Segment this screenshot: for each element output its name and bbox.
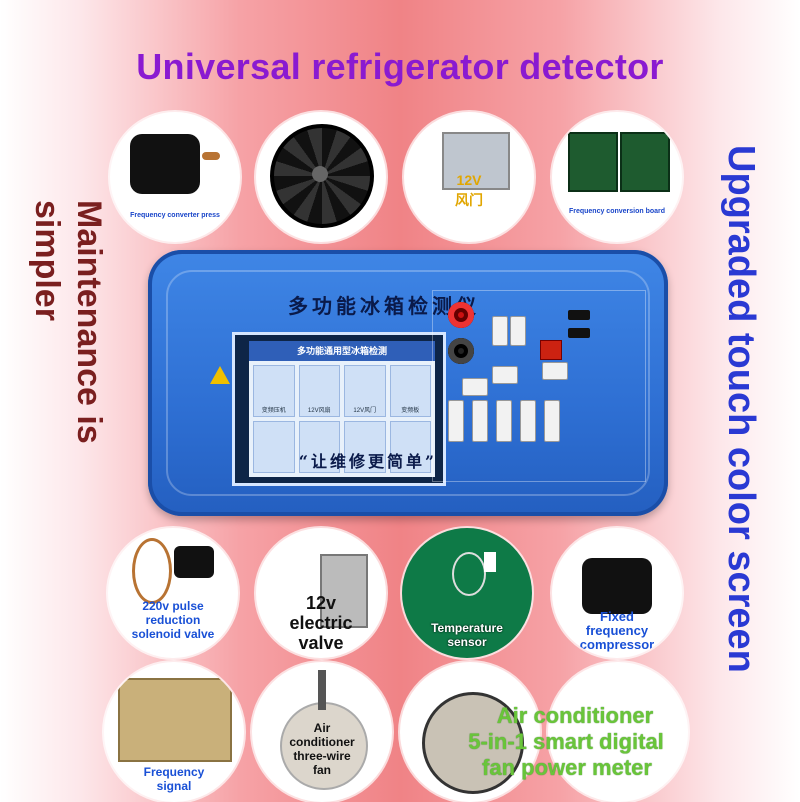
circle-electric-valve: 12v electric valve: [256, 528, 386, 658]
damper-icon: [442, 132, 510, 190]
circle-label-line: reduction: [145, 613, 201, 627]
circle-damper: 12V 风门: [404, 112, 534, 242]
circle-label-line: sensor: [447, 635, 487, 649]
detector-device: 多功能冰箱检测仪 多功能通用型冰箱检测 变频压机 12V风扇 12V风门 变频板…: [148, 250, 668, 516]
circle-three-wire-fan: Air conditioner three-wire fan: [252, 662, 392, 802]
circle-temperature-sensor: Temperature sensor: [402, 528, 532, 658]
connector-port[interactable]: [520, 400, 536, 442]
screen-tile[interactable]: 12V风门: [344, 365, 386, 417]
screen-tile[interactable]: [344, 421, 386, 473]
circle-label-line: fan: [313, 763, 331, 777]
screen-tile[interactable]: 12V风扇: [298, 365, 340, 417]
circle-label-line: Temperature: [431, 621, 503, 635]
damper-label-top: 12V: [456, 172, 482, 188]
circle-conversion-board: Frequency conversion board: [552, 112, 682, 242]
damper-label-bottom: 风门: [455, 192, 483, 208]
connector-port[interactable]: [448, 400, 464, 442]
circle-label-line: Air: [313, 721, 331, 735]
connector-port[interactable]: [462, 378, 488, 396]
black-probe-jack[interactable]: [448, 338, 474, 364]
red-probe-jack[interactable]: [448, 302, 474, 328]
connector-port[interactable]: [492, 316, 508, 346]
connector-port[interactable]: [492, 366, 518, 384]
circle-label-line: compressor: [579, 637, 655, 652]
motor-icon: [422, 692, 524, 794]
temperature-sensor-icon: [452, 552, 486, 596]
circle-label-line: Fixed: [600, 609, 634, 624]
device-tagline: “让维修更简单”: [298, 452, 438, 471]
screen-inner: 多功能通用型冰箱检测 变频压机 12V风扇 12V风门 变频板: [249, 341, 435, 477]
screen-tile[interactable]: [253, 421, 295, 473]
right-slogan: Upgraded touch color screen: [720, 145, 762, 673]
circle-solenoid-valve: 220v pulse reduction solenoid valve: [108, 528, 238, 658]
compressor-icon: [582, 558, 652, 614]
circle-label: Frequency conversion board: [568, 208, 666, 215]
page-title: Universal refrigerator detector: [136, 46, 664, 87]
circle-label-line: three-wire: [293, 749, 351, 763]
circuit-board-icon: [568, 132, 618, 192]
screen-tile[interactable]: 变频压机: [253, 365, 295, 417]
screen-title: 多功能通用型冰箱检测: [249, 341, 435, 361]
left-slogan-line-1: Maintenance is: [70, 200, 108, 444]
power-meter-label-line: fan power meter: [482, 755, 652, 780]
compressor-icon: [130, 134, 200, 194]
circle-label-line: solenoid valve: [131, 627, 215, 641]
circle-label-line: signal: [156, 779, 192, 793]
circle-label-line: valve: [298, 633, 344, 653]
fan-icon: [270, 124, 374, 228]
device-title: 多功能冰箱检测仪: [288, 294, 480, 318]
circle-label-line: Frequency: [143, 765, 205, 779]
circle-label-line: 220v pulse: [142, 599, 204, 613]
screen-tile[interactable]: [389, 421, 431, 473]
circle-frequency-signal: Frequency signal: [104, 662, 244, 802]
fuse: [568, 328, 590, 338]
solenoid-valve-icon: [174, 546, 214, 578]
left-slogan: Maintenance is simpler: [14, 200, 124, 520]
circle-fixed-compressor: Fixed frequency compressor: [552, 528, 682, 658]
circle-frequency-compressor: Frequency converter press: [110, 112, 240, 242]
connector-port[interactable]: [496, 400, 512, 442]
circle-fan-power-meter: [400, 662, 540, 802]
electric-valve-icon: [320, 554, 368, 628]
device-bezel: [166, 270, 650, 496]
circle-label-line: 12v: [305, 593, 337, 613]
touch-screen[interactable]: 多功能通用型冰箱检测 变频压机 12V风扇 12V风门 变频板: [232, 332, 446, 486]
circle-label-line: frequency: [585, 623, 649, 638]
circle-fan: [256, 112, 386, 242]
screen-grid: 变频压机 12V风扇 12V风门 变频板: [253, 365, 431, 473]
pcb-icon: [118, 678, 232, 762]
status-indicator: [540, 340, 562, 360]
connector-port[interactable]: [472, 400, 488, 442]
connector-panel: [432, 290, 646, 482]
connector-port[interactable]: [542, 362, 568, 380]
screen-tile[interactable]: 变频板: [389, 365, 431, 417]
connector-port[interactable]: [544, 400, 560, 442]
left-slogan-line-2: simpler: [28, 200, 66, 321]
circle-blank: [548, 662, 688, 802]
circle-label-line: electric: [289, 613, 353, 633]
power-meter-label-line: Air conditioner: [496, 703, 654, 728]
power-meter-label-line: 5-in-1 smart digital: [468, 729, 664, 754]
fuse: [568, 310, 590, 320]
circle-label-line: conditioner: [289, 735, 355, 749]
connector-port[interactable]: [510, 316, 526, 346]
circle-label: Frequency converter press: [130, 212, 220, 219]
screen-tile[interactable]: [298, 421, 340, 473]
warning-icon: [210, 366, 230, 384]
